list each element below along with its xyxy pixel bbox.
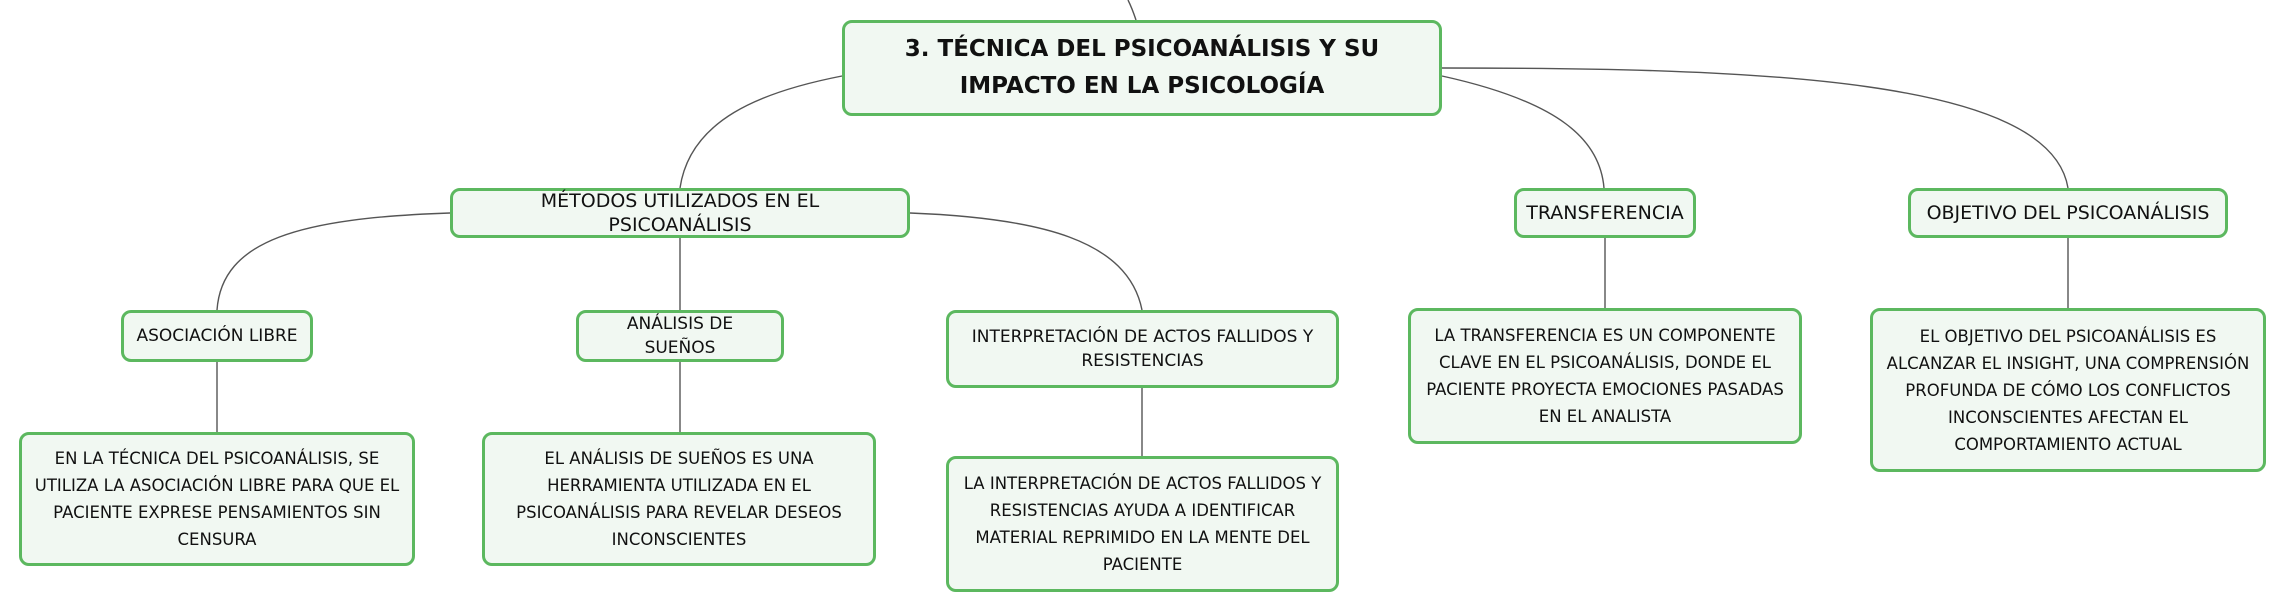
node-transferencia[interactable]: TRANSFERENCIA	[1514, 188, 1696, 238]
node-metodos[interactable]: MÉTODOS UTILIZADOS EN EL PSICOANÁLISIS	[450, 188, 910, 238]
link-metodos-actos	[909, 212, 1143, 311]
root-title: 3. TÉCNICA DEL PSICOANÁLISIS Y SU IMPACT…	[904, 36, 1380, 99]
detail-objetivo[interactable]: EL OBJETIVO DEL PSICOANÁLISIS ES ALCANZA…	[1870, 308, 2266, 472]
node-analisis-suenos[interactable]: ANÁLISIS DE SUEÑOS	[576, 310, 784, 362]
link-root-metodos	[679, 75, 843, 189]
link-root-transferencia	[1441, 75, 1605, 189]
detail-actos-fallidos[interactable]: LA INTERPRETACIÓN DE ACTOS FALLIDOS Y RE…	[946, 456, 1339, 592]
detail-asociacion-libre[interactable]: EN LA TÉCNICA DEL PSICOANÁLISIS, SE UTIL…	[19, 432, 415, 566]
link-parent-root	[1127, 0, 1137, 21]
node-asociacion-libre[interactable]: ASOCIACIÓN LIBRE	[121, 310, 313, 362]
detail-transferencia[interactable]: LA TRANSFERENCIA ES UN COMPONENTE CLAVE …	[1408, 308, 1802, 444]
node-objetivo[interactable]: OBJETIVO DEL PSICOANÁLISIS	[1908, 188, 2228, 238]
link-metodos-asociacion	[216, 212, 451, 311]
root-node[interactable]: 3. TÉCNICA DEL PSICOANÁLISIS Y SU IMPACT…	[842, 20, 1442, 116]
detail-analisis-suenos[interactable]: EL ANÁLISIS DE SUEÑOS ES UNA HERRAMIENTA…	[482, 432, 876, 566]
link-root-objetivo	[1441, 67, 2069, 189]
node-actos-fallidos[interactable]: INTERPRETACIÓN DE ACTOS FALLIDOS Y RESIS…	[946, 310, 1339, 388]
